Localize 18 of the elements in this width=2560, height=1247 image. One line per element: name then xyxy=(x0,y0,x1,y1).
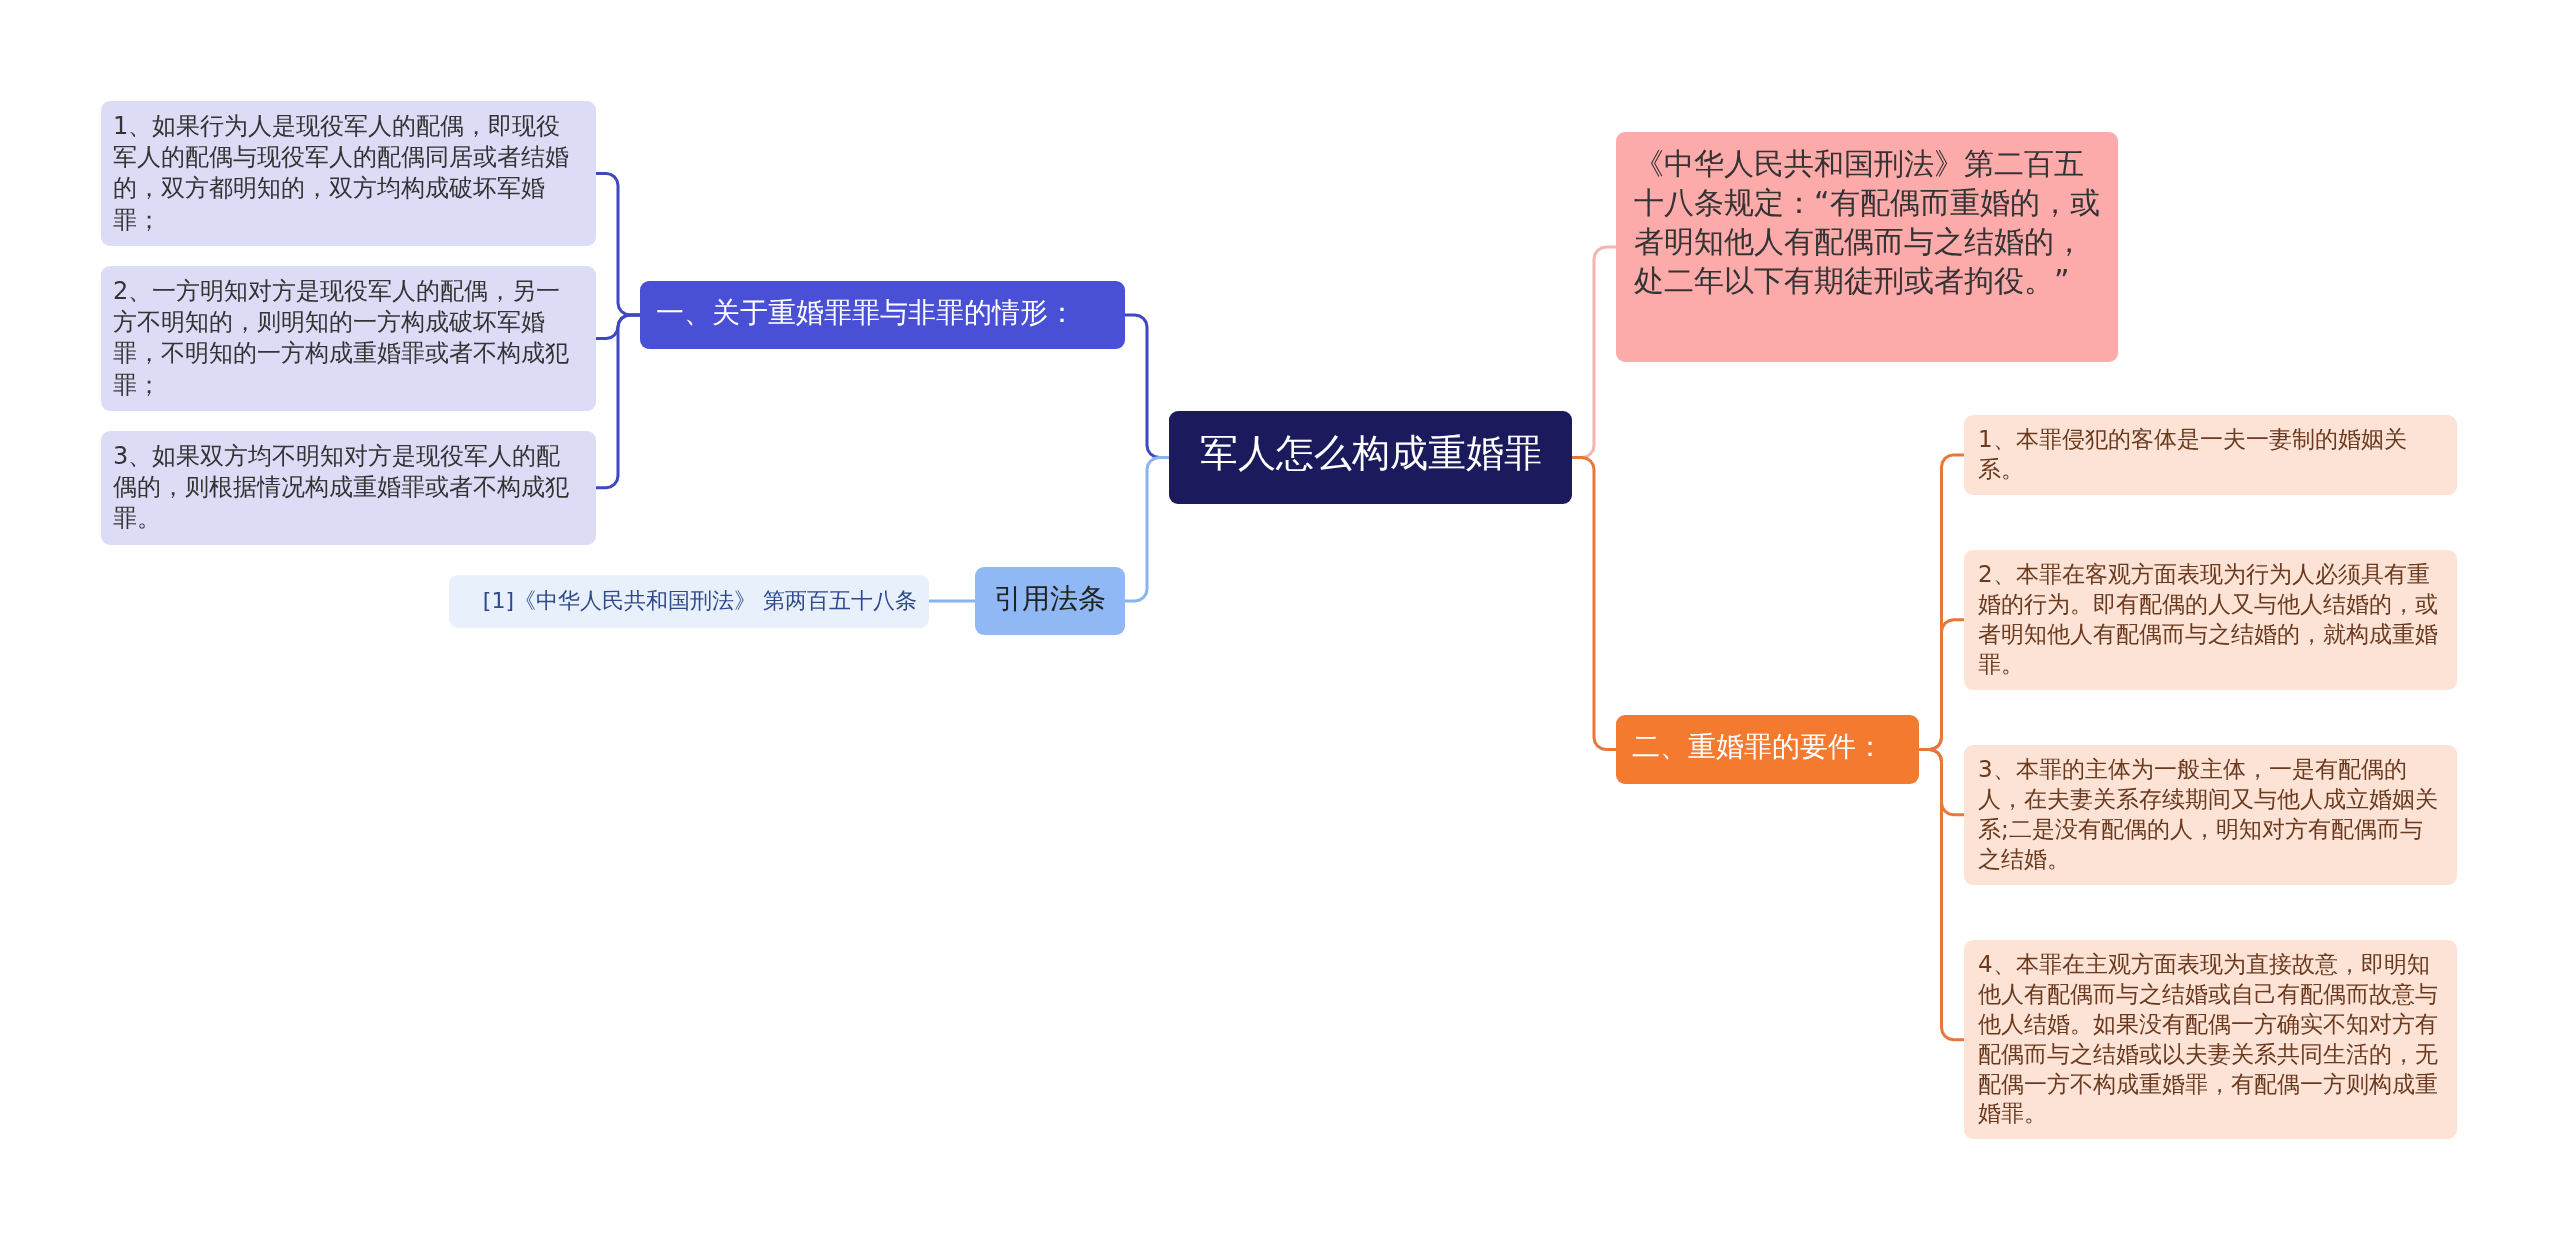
branch-topic: 《中华人民共和国刑法》第二百五十八条规定：“有配偶而重婚的，或者明知他人有配偶而与之结婚的，处二年以下有期徒刑或者拘役。” xyxy=(1616,132,2118,362)
branch-topic: 二、重婚罪的要件： xyxy=(1616,715,1919,784)
subtopic: 3、如果双方均不明知对方是现役军人的配偶的，则根据情况构成重婚罪或者不构成犯罪。 xyxy=(101,431,596,545)
subtopic: 2、本罪在客观方面表现为行为人必须具有重婚的行为。即有配偶的人又与他人结婚的，或者明知他人有配偶而与之结婚的，就构成重婚罪。 xyxy=(1964,550,2457,690)
branch-topic: 一、关于重婚罪罪与非罪的情形： xyxy=(640,281,1125,349)
branch-topic: 引用法条 xyxy=(975,567,1125,635)
connector-line xyxy=(1572,456,1616,751)
central-topic: 军人怎么构成重婚罪 xyxy=(1169,411,1572,504)
reference-note: [1]《中华人民共和国刑法》 第两百五十八条 xyxy=(449,575,929,628)
subtopic: 2、一方明知对方是现役军人的配偶，另一方不明知的，则明知的一方构成破坏军婚罪，不明知的一方构成重婚罪或者不构成犯罪； xyxy=(101,266,596,411)
subtopic: 1、如果行为人是现役军人的配偶，即现役军人的配偶与现役军人的配偶同居或者结婚的，双方都明知的，双方均构成破坏军婚罪； xyxy=(101,101,596,246)
subtopic: 4、本罪在主观方面表现为直接故意，即明知他人有配偶而与之结婚或自己有配偶而故意与他人结婚。如果没有配偶一方确实不知对方有配偶而与之结婚或以夫妻关系共同生活的，无配偶一方不构成重婚罪，有配偶一方则构成重婚罪。 xyxy=(1964,940,2457,1140)
connector-line xyxy=(596,313,640,490)
subtopic: 1、本罪侵犯的客体是一夫一妻制的婚姻关系。 xyxy=(1964,415,2457,495)
subtopic: 3、本罪的主体为一般主体，一是有配偶的人，在夫妻关系存续期间又与他人成立婚姻关系;二是没有配偶的人，明知对方有配偶而与之结婚。 xyxy=(1964,745,2457,885)
connector-line xyxy=(1125,456,1169,603)
connector-line xyxy=(1919,748,1964,1042)
connector-line xyxy=(929,599,975,603)
